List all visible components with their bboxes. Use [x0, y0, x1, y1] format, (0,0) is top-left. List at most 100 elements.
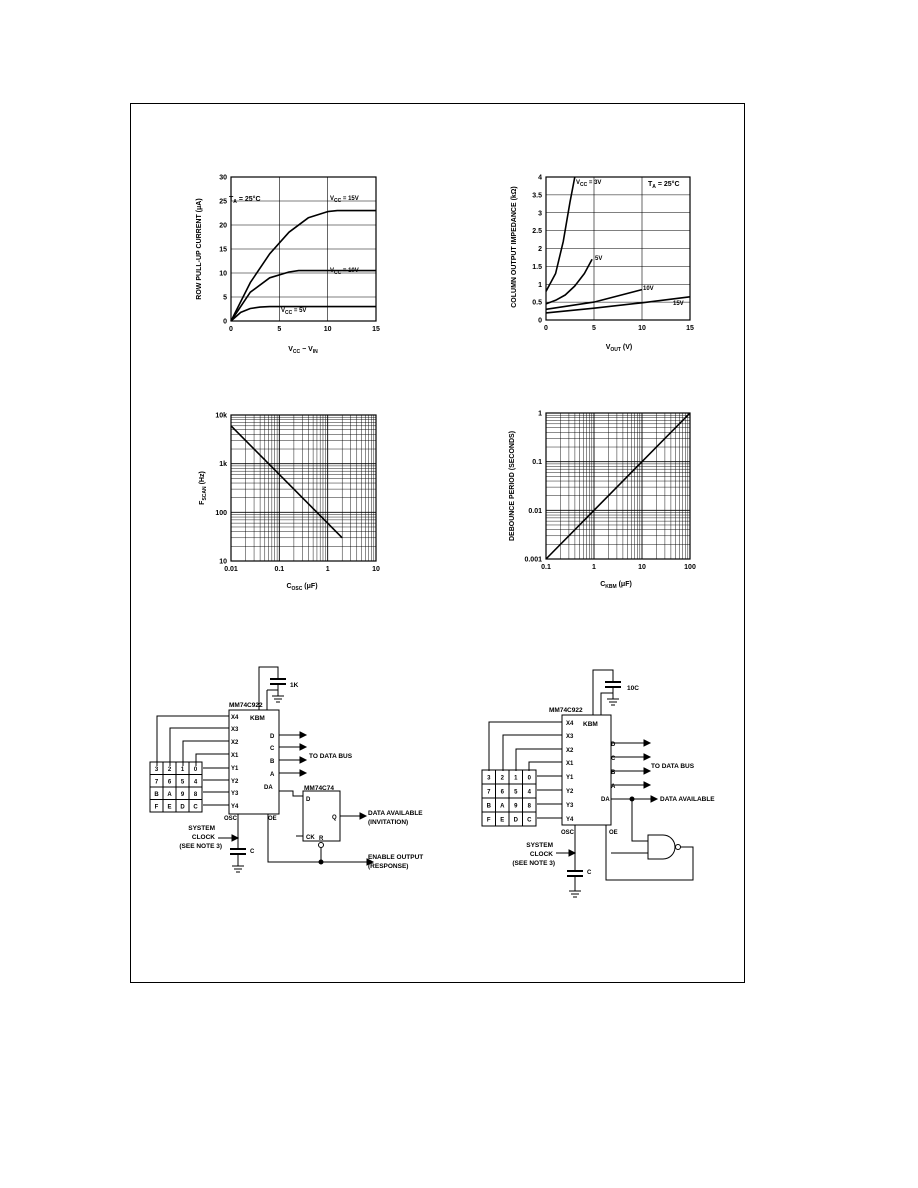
chart0-ytick-label: 5	[223, 295, 227, 302]
circuit-left-out-a: A	[270, 772, 275, 778]
chart3-xtick-label: 100	[684, 564, 696, 571]
chart2-xtick-label: 1	[326, 566, 330, 573]
circuit-right-pin-x4: X4	[566, 721, 574, 727]
chart1-xtick-label: 5	[592, 325, 596, 332]
circuit-right-key-label: B	[487, 804, 492, 810]
circuit-right-oe: OE	[609, 830, 618, 836]
chart0-ytick-label: 10	[219, 271, 227, 278]
circuit-left-out-b: B	[270, 759, 275, 765]
circuit-left-response: (RESPONSE)	[368, 863, 408, 870]
chart0-series-line-1	[230, 269, 376, 322]
circuit-left-oe: OE	[268, 816, 277, 822]
chart2-ytick-label: 1k	[219, 461, 227, 468]
chart0-series-label-15v: VCC = 15V	[330, 196, 359, 204]
chart0-ytick-label: 30	[219, 175, 227, 182]
circuit-right-out-c: C	[611, 756, 616, 762]
chart1-annotation: TA = 25°C	[648, 180, 680, 190]
chart1-series-label-3v: VCC = 3V	[576, 180, 601, 188]
circuit-right-osc: OSC	[561, 830, 575, 836]
chart1-ytick-label: 2	[538, 246, 542, 253]
chart3-plot-frame	[545, 412, 691, 560]
chart0-xlabel: VCC − VIN	[288, 346, 318, 355]
chart0-series-line-0	[230, 209, 376, 322]
chart1-plot-frame	[545, 176, 691, 321]
circuit-left-pin-x1: X1	[231, 753, 239, 759]
circuit-right-key-label: 8	[528, 804, 532, 810]
chart1-ytick-label: 3	[538, 210, 542, 217]
circuit-left-key-label: 1	[181, 767, 185, 773]
circuit-right-pin-y3: Y3	[566, 803, 574, 809]
circuit-right-key-label: 2	[501, 776, 505, 782]
chart-row-pullup-current: TA = 25°C ROW PULL-UP CURRENT (μA) VCC −…	[196, 175, 380, 356]
circuit-left-data-available: DATA AVAILABLE	[368, 810, 423, 817]
circuit-right-chip-name: MM74C922	[549, 707, 583, 714]
chart3-series-line-0	[545, 412, 691, 560]
circuit-left-kbm: KBM	[250, 715, 265, 722]
circuit-left-labels: MM74C922 KBM 1K X4 X3 X2 X1 Y1 Y2 Y3 Y4 …	[179, 682, 423, 870]
chart1-series-line-3	[545, 296, 691, 314]
circuit-right-pin-x3: X3	[566, 734, 574, 740]
circuit-left-ff-ck: CK	[306, 835, 315, 841]
circuit-right-key-label: 3	[487, 776, 491, 782]
circuit-left-key-label: E	[167, 804, 171, 810]
chart-column-output-impedance: TA = 25°C COLUMN OUTPUT IMPEDANCE (kΩ) V…	[511, 175, 694, 354]
chart0-plot-frame	[230, 176, 377, 322]
chart0-ytick-label: 15	[219, 247, 227, 254]
circuit-right-out-b: B	[611, 770, 616, 776]
chart2-xlabel: COSC (μF)	[286, 583, 317, 592]
circuit-right-key-label: C	[527, 818, 532, 824]
circuit-left-key-label: 8	[194, 792, 198, 798]
circuit-left-invitation: (INVITATION)	[368, 819, 408, 826]
circuit-right-pin-x1: X1	[566, 761, 574, 767]
circuit-left-ff-r: R	[319, 836, 324, 842]
chart0-series-label-5v: VCC = 5V	[281, 308, 306, 316]
circuit-left-bus: TO DATA BUS	[309, 753, 353, 760]
chart2-xtick-label: 10	[372, 566, 380, 573]
chart0-ytick-label: 20	[219, 223, 227, 230]
circuit-left-key-cell	[188, 799, 203, 813]
chart0-ytick-label: 0	[223, 319, 227, 326]
circuit-left-key-label: 2	[168, 767, 172, 773]
chart0-xtick-label: 10	[324, 326, 332, 333]
circuit-right-out-d: D	[611, 742, 616, 748]
circuit-right-key-label: 1	[514, 776, 518, 782]
circuit-left-pin-y4: Y4	[231, 804, 239, 810]
circuit-left-pin-x4: X4	[231, 715, 239, 721]
chart3-xlabel: CKBM (μF)	[600, 581, 632, 590]
circuit-left-out-d: D	[270, 734, 275, 740]
chart0-xtick-label: 5	[277, 326, 281, 333]
circuit-left-see-note: (SEE NOTE 3)	[179, 843, 222, 850]
chart2-series-line-0	[230, 425, 343, 539]
circuit-right-cap-value: 10C	[627, 685, 639, 692]
chart0-annotation: TA = 25°C	[229, 195, 261, 205]
circuit-right-cap-c: C	[587, 870, 592, 876]
chart3-ytick-label: 0.01	[528, 508, 542, 515]
circuit-left-chip	[228, 709, 280, 815]
circuit-left-pin-y3: Y3	[231, 791, 239, 797]
circuit-right-nand-gate	[647, 834, 676, 860]
circuit-right-key-label: F	[487, 818, 491, 824]
chart1-ytick-label: 4	[538, 175, 542, 182]
chart3-ytick-label: 1	[538, 411, 542, 418]
circuit-left-cap-c: C	[250, 849, 255, 855]
circuit-left-enable-output: ENABLE OUTPUT	[368, 854, 423, 861]
chart1-series-label-5v: 5V	[595, 256, 602, 262]
circuit-right-pin-y2: Y2	[566, 789, 574, 795]
chart0-ytick-label: 25	[219, 199, 227, 206]
circuit-right-key-label: 9	[514, 804, 518, 810]
circuit-right-key-label: 0	[528, 776, 532, 782]
circuit-left-out-c: C	[270, 746, 275, 752]
circuit-left-chip-name: MM74C922	[229, 702, 263, 709]
circuit-right-key-label: 7	[487, 790, 491, 796]
chart3-ylabel: DEBOUNCE PERIOD (SECONDS)	[509, 431, 516, 541]
circuit-left-da: DA	[264, 785, 273, 791]
chart0-series-line-2	[230, 305, 376, 322]
page-frame	[130, 103, 745, 983]
circuit-left-pin-x3: X3	[231, 727, 239, 733]
chart2-ytick-label: 10	[219, 559, 227, 566]
